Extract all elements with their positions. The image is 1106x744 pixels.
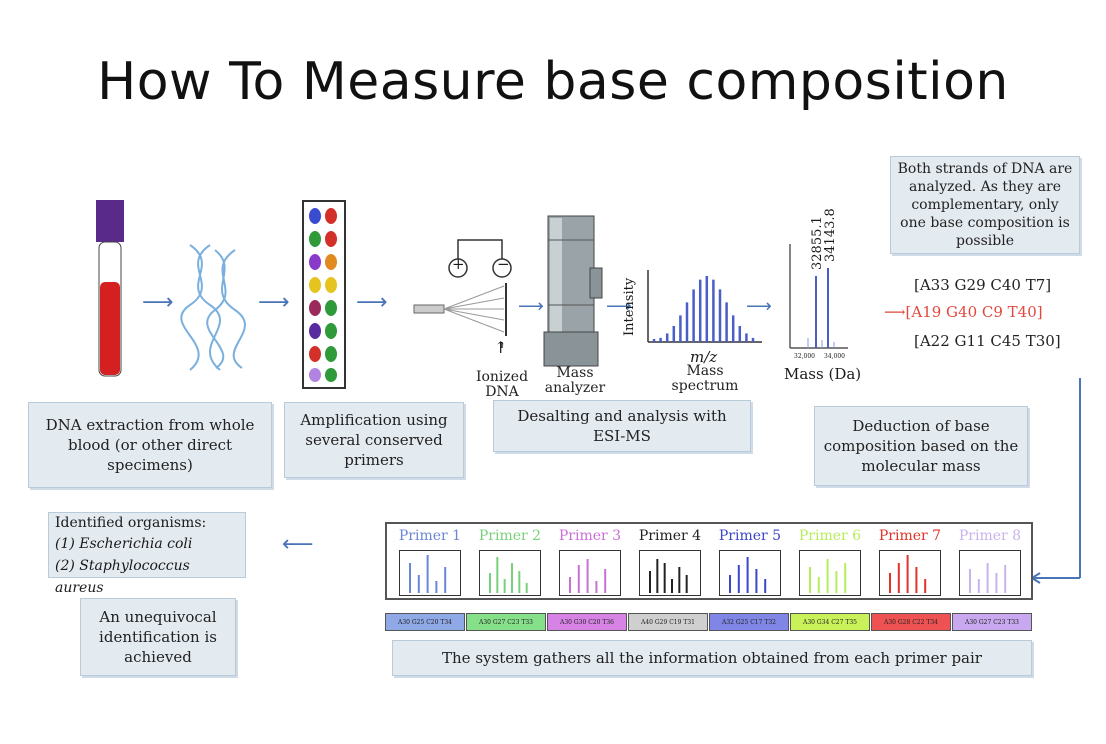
- primer-name: Primer 1: [398, 528, 462, 544]
- intensity-label: Intensity: [622, 277, 637, 336]
- mass-da-label: Mass (Da): [784, 365, 862, 383]
- arrow-icon: ⟶: [142, 290, 174, 315]
- primer-name: Primer 8: [958, 528, 1022, 544]
- primer-plate-icon: [302, 200, 346, 389]
- primer-cell: Primer 2: [473, 528, 547, 596]
- composition-code: A30 G27 C23 T33: [466, 613, 546, 631]
- dna-strands-icon: [180, 244, 246, 371]
- composition-code: A32 G25 C17 T32: [709, 613, 789, 631]
- left-arrow-icon: ⟵: [282, 532, 314, 557]
- amplification-box: Amplification using several conserved pr…: [284, 402, 464, 478]
- primer-name: Primer 7: [878, 528, 942, 544]
- composition-code: A30 G27 C23 T33: [952, 613, 1032, 631]
- primer-name: Primer 4: [638, 528, 702, 544]
- esi-source-icon: [413, 239, 512, 348]
- composition-2: ⟶[A19 G40 C9 T40]: [884, 303, 1043, 321]
- organism-item: (1) Escherichia coli: [55, 536, 193, 552]
- extraction-box: DNA extraction from whole blood (or othe…: [28, 402, 272, 488]
- mass-analyzer-label: Mass analyzer: [544, 365, 606, 396]
- mass-spectrum-chart: [647, 270, 762, 343]
- primer-spectrum: [559, 550, 621, 596]
- arrow-icon: ⟶: [356, 290, 388, 315]
- composition-1: [A33 G29 C40 T7]: [914, 276, 1052, 294]
- blood-tube-icon: [96, 200, 124, 377]
- composition-code: A30 G25 C20 T34: [385, 613, 465, 631]
- primer-cell: Primer 5: [713, 528, 787, 596]
- mass-analyzer-icon: [543, 215, 603, 367]
- connector-arrow-icon: [1031, 378, 1081, 584]
- primer-name: Primer 5: [718, 528, 782, 544]
- primer-cell: Primer 7: [873, 528, 947, 596]
- mass-spectrum-label: Mass spectrum: [671, 363, 739, 394]
- primer-cell: Primer 6: [793, 528, 867, 596]
- primer-spectrum: [719, 550, 781, 596]
- primer-name: Primer 6: [798, 528, 862, 544]
- system-box: The system gathers all the information o…: [392, 640, 1032, 676]
- composition-code: A40 G29 C19 T31: [628, 613, 708, 631]
- red-arrow-icon: ⟶: [884, 303, 906, 321]
- up-arrow-icon: ↑: [494, 338, 508, 357]
- composition-3: [A22 G11 C45 T30]: [914, 332, 1061, 350]
- deduction-box: Deduction of base composition based on t…: [814, 406, 1028, 486]
- primer-spectrum: [479, 550, 541, 596]
- ionized-dna-label: Ionized DNA: [475, 369, 529, 400]
- primer-cell: Primer 3: [553, 528, 627, 596]
- desalting-box: Desalting and analysis with ESI-MS: [493, 400, 751, 452]
- composition-code: A30 G28 C22 T34: [871, 613, 951, 631]
- mass-peaks-chart: [789, 244, 848, 349]
- primer-name: Primer 2: [478, 528, 542, 544]
- arrow-icon: ⟶: [258, 290, 290, 315]
- composition-code: A30 G30 C20 T36: [547, 613, 627, 631]
- arrow-icon: ⟶: [606, 296, 632, 317]
- arrow-icon: ⟶: [518, 296, 544, 317]
- page-title: How To Measure base composition: [97, 52, 1009, 112]
- primer-spectrum: [799, 550, 861, 596]
- primer-cell: Primer 8: [953, 528, 1027, 596]
- mz-label: m/z: [690, 348, 718, 366]
- primer-spectrum: [959, 550, 1021, 596]
- primer-cell: Primer 1: [393, 528, 467, 596]
- composition-code: A30 G34 C27 T35: [790, 613, 870, 631]
- arrow-icon: ⟶: [746, 296, 772, 317]
- tick-2-label: 34,000: [824, 353, 845, 360]
- minus-electrode-label: −: [497, 255, 510, 273]
- tick-1-label: 32,000: [794, 353, 815, 360]
- identification-box: An unequivocal identification is achieve…: [80, 598, 236, 676]
- organisms-box: Identified organisms: (1) Escherichia co…: [48, 512, 246, 596]
- primer-spectrum: [879, 550, 941, 596]
- organisms-heading: Identified organisms:: [55, 515, 207, 531]
- peak-2-label: 34143.8: [823, 208, 838, 262]
- primer-spectrum: [639, 550, 701, 596]
- primer-name: Primer 3: [558, 528, 622, 544]
- strands-note-box: Both strands of DNA are analyzed. As the…: [890, 156, 1080, 254]
- primer-spectrum: [399, 550, 461, 596]
- plus-electrode-label: +: [452, 255, 465, 273]
- primer-cell: Primer 4: [633, 528, 707, 596]
- primer-panel: Primer 1 Primer 2 Primer 3 Primer 4 Primer 5…: [385, 522, 1033, 600]
- organism-item: (2) Staphylococcus aureus: [55, 558, 190, 596]
